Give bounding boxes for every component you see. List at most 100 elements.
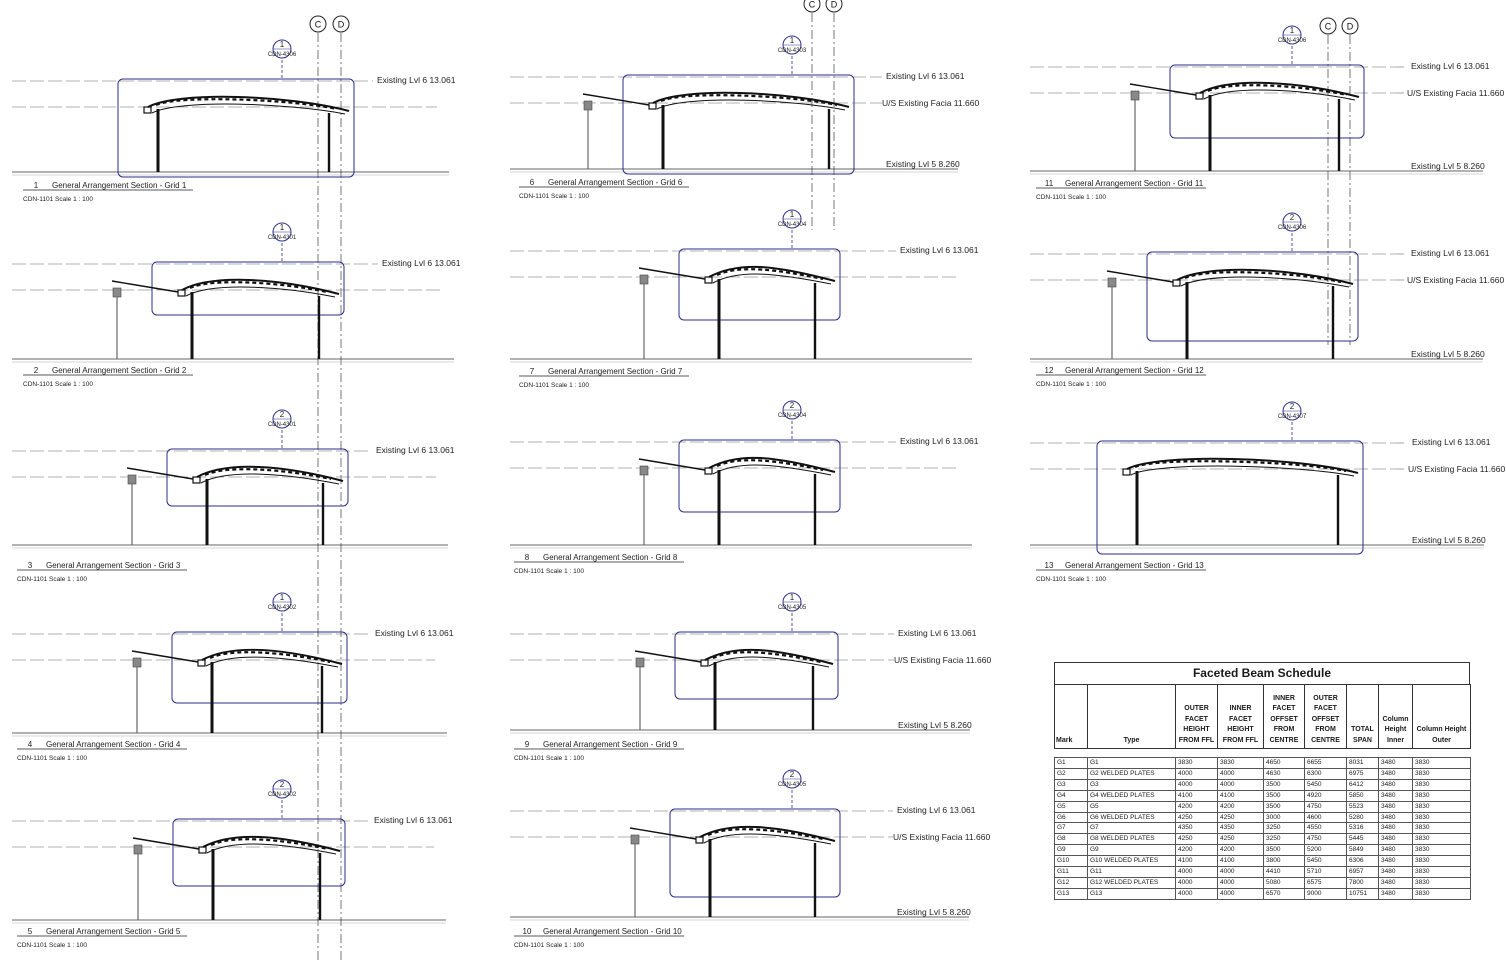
level-label-existing-top: Existing Lvl 6 13.061: [377, 75, 456, 85]
cell-inner-facet-offset: 3250: [1263, 822, 1305, 835]
view-number: 12: [1045, 366, 1054, 375]
cell-inner-facet-offset: 3500: [1263, 789, 1305, 802]
view-number: 7: [530, 367, 535, 376]
level-label-existing-top: Existing Lvl 6 13.061: [1412, 437, 1491, 447]
existing-roof-link: [126, 467, 194, 480]
level-label-existing-top: Existing Lvl 6 13.061: [382, 258, 461, 268]
roof-beam-bottom: [1203, 89, 1356, 101]
cell-type: G9: [1087, 844, 1176, 857]
existing-roof-link: [132, 837, 200, 850]
roof-beam-top: [201, 648, 343, 665]
faceted-beam-schedule: Faceted Beam Schedule Mark Type OUTER FA…: [1054, 662, 1471, 900]
cell-mark: G12: [1054, 876, 1088, 889]
level-label-existing-bottom: Existing Lvl 5 8.260: [897, 907, 971, 917]
cell-outer-facet-offset: 9000: [1304, 887, 1347, 900]
grid-bubble: [803, 0, 821, 13]
detail-callout-box: [172, 818, 346, 887]
view-sheet-scale: CDN-1101 Scale 1 : 100: [1036, 194, 1106, 201]
view-number: 8: [525, 553, 530, 562]
existing-roof-link: [629, 827, 697, 840]
grid-bubble-label: D: [831, 0, 838, 10]
cell-type: G10 WELDED PLATES: [1087, 855, 1176, 868]
view-title: General Arrangement Section - Grid 2: [52, 366, 187, 375]
cell-inner-facet-height: 4100: [1217, 789, 1264, 802]
cell-mark: G7: [1054, 822, 1088, 835]
level-label-existing-top: Existing Lvl 6 13.061: [376, 445, 455, 455]
callout-number: 2: [790, 401, 795, 410]
level-label-existing-bottom: Existing Lvl 5 8.260: [898, 720, 972, 730]
roof-purlins: [1207, 84, 1348, 97]
callout-sheet-ref: CDN-4304: [778, 222, 807, 228]
roof-beam-bottom: [151, 103, 346, 115]
level-label-existing-top: Existing Lvl 6 13.061: [374, 815, 453, 825]
cell-column-height-inner: 3480: [1378, 757, 1413, 769]
callout-number: 1: [790, 593, 795, 602]
cell-mark: G6: [1054, 811, 1088, 824]
view-title: General Arrangement Section - Grid 11: [1065, 179, 1204, 188]
cell-mark: G1: [1054, 757, 1088, 769]
header-total-span: TOTAL SPAN: [1346, 684, 1379, 749]
callout-sheet-ref: CDN-4301: [268, 422, 297, 428]
view-number: 3: [28, 561, 33, 570]
view-title: General Arrangement Section - Grid 1: [52, 181, 187, 190]
cell-inner-facet-offset: 3800: [1263, 855, 1305, 868]
grid-bubble-label: C: [315, 20, 322, 30]
cell-outer-facet-offset: 4550: [1304, 822, 1347, 835]
existing-bracket: [1107, 277, 1117, 288]
roof-purlins: [707, 828, 824, 841]
cell-column-height-outer: 3830: [1412, 822, 1471, 835]
cell-column-height-outer: 3830: [1412, 844, 1471, 857]
view-sheet-scale: CDN-1101 Scale 1 : 100: [519, 193, 589, 200]
cell-column-height-outer: 3830: [1412, 855, 1471, 868]
gutter: [695, 836, 704, 844]
cell-column-height-outer: 3830: [1412, 789, 1471, 802]
gutter: [1122, 468, 1131, 476]
view-title: General Arrangement Section - Grid 6: [548, 178, 683, 187]
cell-type: G13: [1087, 887, 1176, 900]
level-label-us-facia: U/S Existing Facia 11.660: [893, 832, 990, 842]
cell-outer-facet-height: 4350: [1175, 822, 1218, 835]
detail-callout-box: [1096, 440, 1364, 555]
cell-outer-facet-offset: 4920: [1304, 789, 1347, 802]
gutter: [704, 467, 713, 475]
cell-total-span: 6306: [1346, 855, 1379, 868]
existing-bracket: [1130, 90, 1140, 101]
cell-column-height-inner: 3480: [1378, 833, 1413, 846]
detail-callout-box: [622, 74, 855, 175]
detail-callout-box: [117, 78, 355, 178]
view-title: General Arrangement Section - Grid 12: [1065, 366, 1204, 375]
cell-mark: G9: [1054, 844, 1088, 857]
cell-column-height-inner: 3480: [1378, 844, 1413, 857]
view-number: 9: [525, 740, 530, 749]
callout-number: 1: [280, 40, 285, 49]
callout-number: 1: [280, 223, 285, 232]
cell-inner-facet-height: 4000: [1217, 778, 1264, 791]
cell-outer-facet-offset: 4600: [1304, 811, 1347, 824]
roof-beam-top: [202, 835, 341, 852]
cell-inner-facet-offset: 3000: [1263, 811, 1305, 824]
roof-purlins: [210, 838, 329, 851]
view-number: 6: [530, 178, 535, 187]
cell-outer-facet-height: 3830: [1175, 757, 1218, 769]
cell-outer-facet-height: 4250: [1175, 833, 1218, 846]
cell-outer-facet-offset: 5450: [1304, 855, 1347, 868]
view-number: 10: [523, 927, 532, 936]
header-outer-facet-height: OUTER FACET HEIGHT FROM FFL: [1175, 684, 1218, 749]
gutter: [177, 289, 186, 297]
roof-beam-bottom: [1180, 276, 1350, 288]
existing-bracket: [630, 834, 640, 845]
schedule-title: Faceted Beam Schedule: [1054, 662, 1470, 684]
view-sheet-scale: CDN-1101 Scale 1 : 100: [514, 568, 584, 575]
cell-total-span: 6957: [1346, 866, 1379, 878]
cell-inner-facet-offset: 4650: [1263, 757, 1305, 769]
cell-type: G2 WELDED PLATES: [1087, 767, 1176, 780]
callout-sheet-ref: CDN-4304: [778, 413, 807, 419]
cell-total-span: 6975: [1346, 767, 1379, 780]
